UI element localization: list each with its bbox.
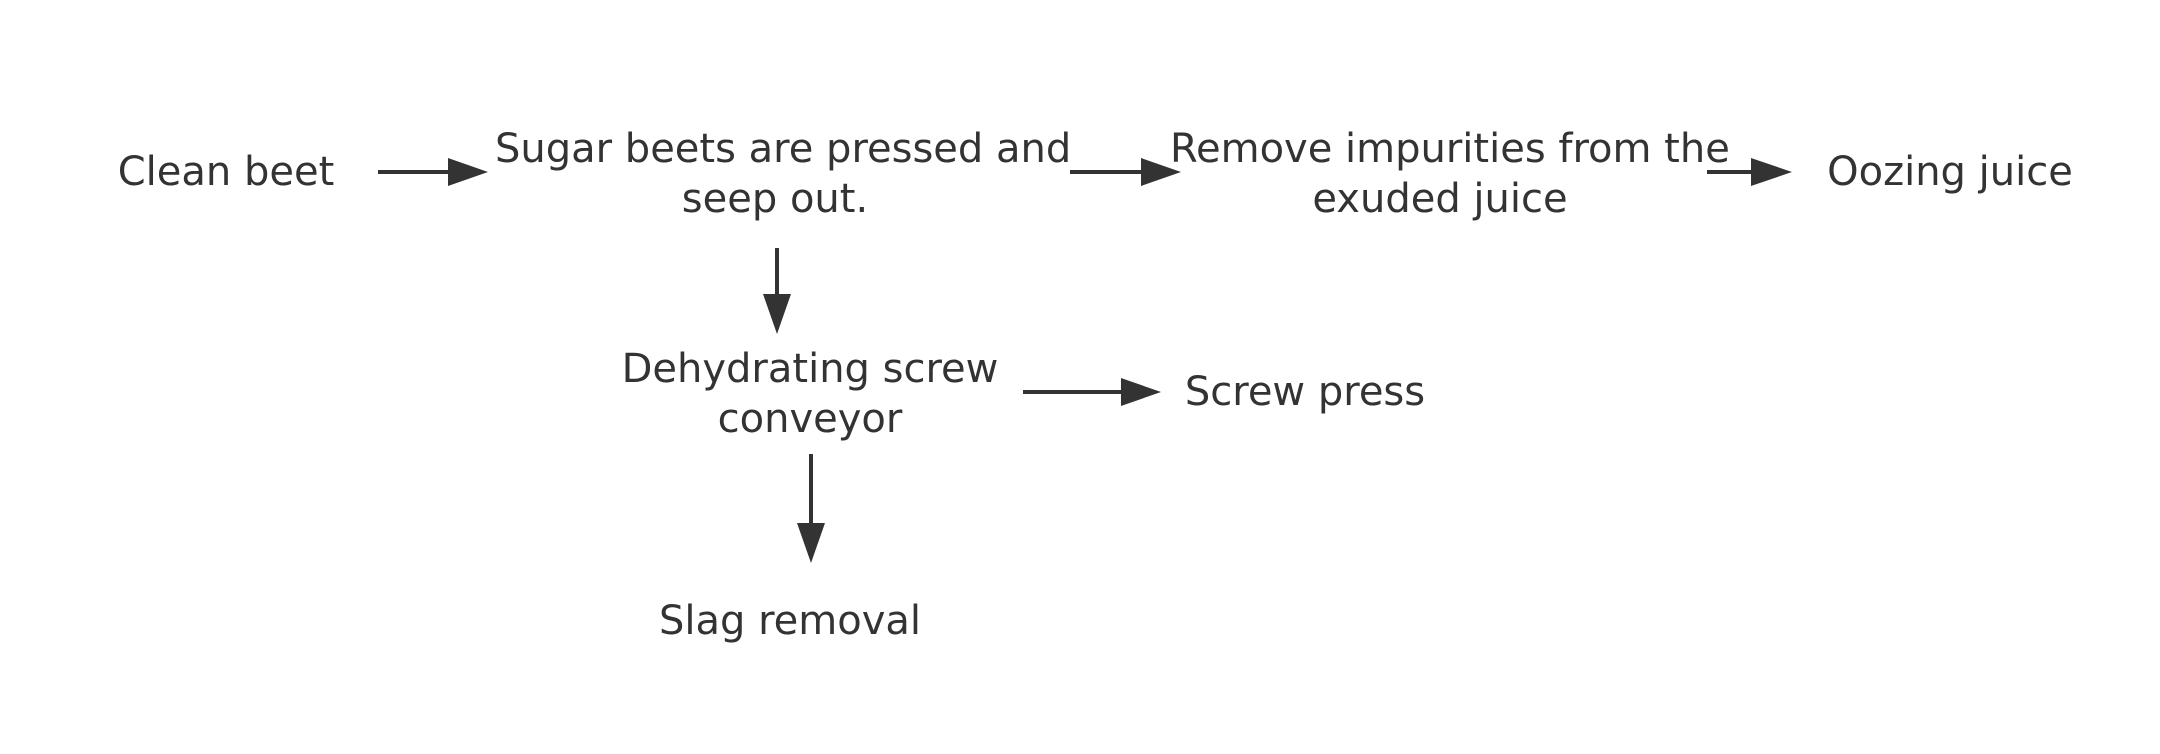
edge-pressed-to-dehydrating xyxy=(763,248,791,334)
node-clean-beet-line-1: Clean beet xyxy=(117,149,335,195)
node-slag-removal: Slag removal xyxy=(650,596,930,646)
node-screw-press: Screw press xyxy=(1175,367,1435,417)
edge-pressed-to-remove-impurities xyxy=(1070,158,1181,186)
node-remove-impurities: Remove impurities from the exuded juice xyxy=(1170,124,1730,224)
node-sugar-beets-pressed: Sugar beets are pressed and seep out. xyxy=(495,124,1072,224)
node-screw-press-line-1: Screw press xyxy=(1184,369,1426,415)
node-clean-beet: Clean beet xyxy=(100,147,352,197)
edge-dehydrating-to-screw-press xyxy=(1023,378,1161,406)
node-oozing-juice: Oozing juice xyxy=(1805,147,2095,197)
node-slag-removal-line-1: Slag removal xyxy=(658,598,922,644)
node-remove-impurities-line-1: Remove impurities from the xyxy=(1170,126,1730,172)
node-dehydrating-screw-conveyor: Dehydrating screw conveyor xyxy=(615,344,1005,444)
edge-clean-beet-to-pressed xyxy=(378,158,488,186)
node-sugar-beets-pressed-line-1: Sugar beets are pressed and xyxy=(495,126,1072,172)
node-sugar-beets-pressed-line-2: seep out. xyxy=(681,176,869,222)
node-dehydrating-line-1: Dehydrating screw xyxy=(621,346,999,392)
node-remove-impurities-line-2: exuded juice xyxy=(1312,176,1568,222)
node-oozing-juice-line-1: Oozing juice xyxy=(1827,149,2073,195)
edge-remove-impurities-to-oozing-juice xyxy=(1707,158,1792,186)
node-dehydrating-line-2: conveyor xyxy=(717,396,903,442)
edge-dehydrating-to-slag-removal xyxy=(797,454,825,563)
